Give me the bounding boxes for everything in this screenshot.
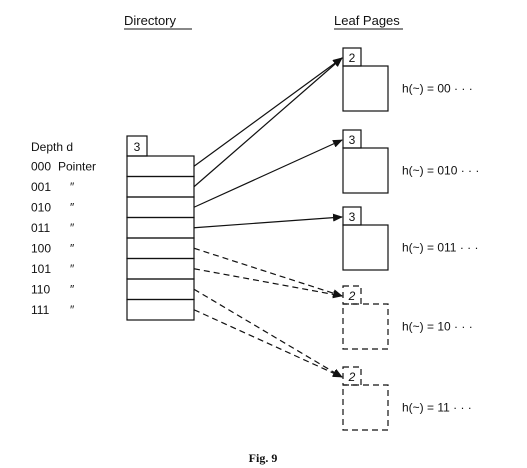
local-depth-value: 3	[349, 210, 356, 224]
directory-slot-101	[126, 257, 195, 280]
leaf-page-0: 2 h(~) = 00 · · ·	[342, 47, 473, 112]
pointer-arrow-111	[193, 309, 343, 378]
page-body	[342, 384, 389, 431]
hash-prefix-label: h(~) = 10 · · ·	[402, 320, 473, 334]
pointer-arrow-110	[193, 288, 343, 378]
figure-caption: Fig. 9	[249, 451, 278, 465]
ditto-mark: ″	[70, 303, 75, 317]
leaf-page-3: 2 h(~) = 10 · · ·	[342, 285, 473, 350]
local-depth-box	[342, 366, 362, 386]
directory-table: 000 Pointer 001 ″ 010 ″ 011 ″ 100 ″ 101 ″ 110 ″ 111 ″	[31, 155, 195, 321]
bit-string-110: 110	[31, 282, 50, 296]
bit-string-101: 101	[31, 262, 51, 276]
directory-slot-000	[126, 155, 195, 178]
ditto-mark: ″	[70, 282, 75, 296]
hash-prefix-label: h(~) = 11 · · ·	[402, 401, 472, 415]
bit-string-111: 111	[31, 303, 50, 317]
pointer-arrow-000	[193, 57, 343, 167]
ditto-mark: ″	[70, 262, 75, 276]
pointer-arrow-100	[193, 247, 343, 298]
leaf-pages-header: Leaf Pages	[334, 13, 400, 28]
directory-slot-111	[126, 298, 195, 321]
directory-slot-001	[126, 175, 195, 198]
local-depth-value: 2	[348, 370, 356, 384]
local-depth-box	[342, 285, 362, 305]
leaf-page-1: 3 h(~) = 010 · · ·	[342, 129, 479, 194]
leaf-pages: 2 h(~) = 00 · · · 3 h(~) = 010 · · · 3 h(~) =…	[342, 47, 479, 431]
pointer-arrow-001	[193, 57, 343, 188]
depth-label: Depth d	[31, 140, 73, 154]
pointer-arrow-101	[193, 268, 343, 299]
ditto-mark: ″	[70, 200, 75, 214]
pointer-arrows	[193, 57, 343, 378]
hash-prefix-label: h(~) = 011 · · ·	[402, 241, 478, 255]
page-body	[342, 224, 389, 271]
directory-slot-100	[126, 237, 195, 260]
page-body	[342, 303, 389, 350]
local-depth-value: 2	[349, 51, 356, 65]
bit-string-100: 100	[31, 241, 51, 255]
directory-slot-011	[126, 216, 195, 239]
bit-string-010: 010	[31, 200, 51, 214]
hash-prefix-label: h(~) = 00 · · ·	[402, 82, 473, 96]
leaf-page-4: 2 h(~) = 11 · · ·	[342, 366, 472, 431]
page-body	[342, 147, 389, 194]
local-depth-value: 2	[348, 289, 356, 303]
page-body	[342, 65, 389, 112]
local-depth-value: 3	[349, 133, 356, 147]
bit-string-011: 011	[31, 221, 50, 235]
bit-string-001: 001	[31, 180, 51, 194]
hash-prefix-label: h(~) = 010 · · ·	[402, 164, 479, 178]
bit-string-000: 000	[31, 159, 51, 173]
directory-slot-010	[126, 196, 195, 219]
ditto-mark: ″	[70, 180, 75, 194]
pointer-arrow-011	[193, 213, 343, 229]
directory-header: Directory	[124, 13, 177, 28]
leaf-page-2: 3 h(~) = 011 · · ·	[342, 206, 478, 271]
directory-slot-110	[126, 278, 195, 301]
ditto-mark: ″	[70, 221, 75, 235]
pointer-arrow-010	[193, 139, 343, 208]
pointer-column-label: Pointer	[58, 159, 96, 173]
ditto-mark: ″	[70, 241, 75, 255]
global-depth-value: 3	[134, 140, 141, 154]
